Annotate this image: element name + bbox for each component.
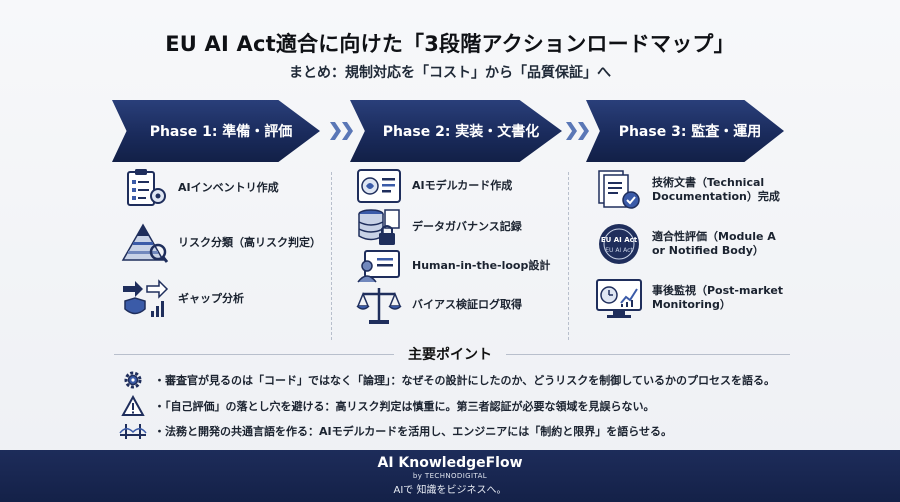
column-divider — [331, 172, 332, 340]
page-title: EU AI Act適合に向けた「3段階アクションロードマップ」 — [165, 32, 735, 56]
svg-text:EU AI Act: EU AI Act — [601, 236, 638, 244]
key-point-text: ・「自己評価」の落とし穴を避ける：高リスク判定は慎重に。第三者認証が必要な領域を… — [154, 400, 655, 413]
database-lock-icon — [352, 205, 406, 249]
phase-1-item: リスク分類（高リスク判定） — [118, 221, 321, 265]
section-divider — [506, 354, 790, 355]
phase-3-item: 技術文書（Technical Documentation）完成 — [592, 168, 780, 212]
eu-ai-act-seal-icon: EU AI Act EU AI Act — [592, 222, 646, 266]
footer-tagline: AIで 知識をビジネスへ。 — [393, 485, 507, 496]
phase-2-item: データガバナンス記録 — [352, 205, 522, 249]
item-label: Human-in-the-loop設計 — [412, 258, 551, 272]
item-label: バイアス検証ログ取得 — [412, 297, 522, 311]
phase-3-arrow: Phase 3: 監査・運用 — [586, 100, 784, 162]
page-subtitle: まとめ：規制対応を「コスト」から「品質保証」へ — [289, 65, 611, 81]
chevron-icon — [578, 122, 589, 140]
item-label: AIモデルカード作成 — [412, 178, 513, 192]
monitor-dashboard-icon — [592, 276, 646, 320]
item-label-line: Documentation）完成 — [652, 190, 780, 203]
key-points-title: 主要ポイント — [408, 347, 492, 363]
phase-1-item: ギャップ分析 — [118, 277, 244, 321]
key-point-text: ・法務と開発の共通言語を作る：AIモデルカードを活用し、エンジニアには「制約と限… — [154, 425, 673, 438]
key-point: ・審査官が見るのは「コード」ではなく「論理」：なぜその設計にしたのか、どうリスク… — [118, 368, 775, 392]
key-point: ・法務と開発の共通言語を作る：AIモデルカードを活用し、エンジニアには「制約と限… — [118, 419, 672, 443]
column-divider — [568, 172, 569, 340]
phase-1-label: Phase 1: 準備・評価 — [149, 124, 293, 140]
item-label: AIインベントリ作成 — [178, 180, 279, 194]
warning-icon — [118, 394, 148, 418]
footer-byline: by TECHNODIGITAL — [412, 472, 488, 480]
item-label-line: Monitoring） — [652, 298, 731, 311]
phase-1-arrow: Phase 1: 準備・評価 — [112, 100, 320, 162]
item-label: リスク分類（高リスク判定） — [178, 235, 321, 249]
bridge-icon — [118, 419, 148, 443]
item-label: 事後監視（Post-market Monitoring） — [652, 284, 783, 313]
gear-cycle-icon — [118, 368, 148, 392]
item-label: データガバナンス記録 — [412, 219, 522, 233]
model-card-icon — [352, 164, 406, 208]
risk-pyramid-icon — [118, 221, 172, 265]
phase-3-item: EU AI Act EU AI Act 適合性評価（Module A or No… — [592, 222, 776, 266]
svg-text:EU AI Act: EU AI Act — [605, 247, 633, 254]
item-label-line: 事後監視（Post-market — [652, 283, 784, 297]
chevron-icon — [566, 122, 577, 140]
item-label: 適合性評価（Module A or Notified Body） — [652, 230, 776, 259]
key-point-text: ・審査官が見るのは「コード」ではなく「論理」：なぜその設計にしたのか、どうリスク… — [154, 374, 775, 387]
item-label-line: 適合性評価（Module A — [652, 229, 776, 243]
section-divider — [114, 354, 394, 355]
documents-check-icon — [592, 168, 646, 212]
key-point: ・「自己評価」の落とし穴を避ける：高リスク判定は慎重に。第三者認証が必要な領域を… — [118, 394, 655, 418]
phase-3-item: 事後監視（Post-market Monitoring） — [592, 276, 783, 320]
scales-icon — [352, 283, 406, 327]
footer-bar: AI KnowledgeFlow by TECHNODIGITAL AIで 知識… — [0, 450, 900, 502]
item-label-line: or Notified Body） — [652, 244, 764, 257]
phase-3-label: Phase 3: 監査・運用 — [618, 124, 762, 140]
footer-brand: AI KnowledgeFlow — [377, 455, 523, 471]
item-label-line: 技術文書（Technical — [652, 175, 765, 189]
phase-2-item: AIモデルカード作成 — [352, 164, 512, 208]
phase-2-label: Phase 2: 実装・文書化 — [382, 124, 540, 140]
gap-analysis-icon — [118, 277, 172, 321]
item-label: 技術文書（Technical Documentation）完成 — [652, 176, 780, 205]
human-in-loop-icon — [352, 244, 406, 288]
phase-1-item: AIインベントリ作成 — [118, 166, 279, 210]
phase-2-item: Human-in-the-loop設計 — [352, 244, 550, 288]
phase-2-arrow: Phase 2: 実装・文書化 — [350, 100, 562, 162]
chevron-icon — [342, 122, 353, 140]
clipboard-gear-icon — [118, 166, 172, 210]
chevron-icon — [330, 122, 341, 140]
phase-2-item: バイアス検証ログ取得 — [352, 283, 522, 327]
item-label: ギャップ分析 — [178, 291, 244, 305]
